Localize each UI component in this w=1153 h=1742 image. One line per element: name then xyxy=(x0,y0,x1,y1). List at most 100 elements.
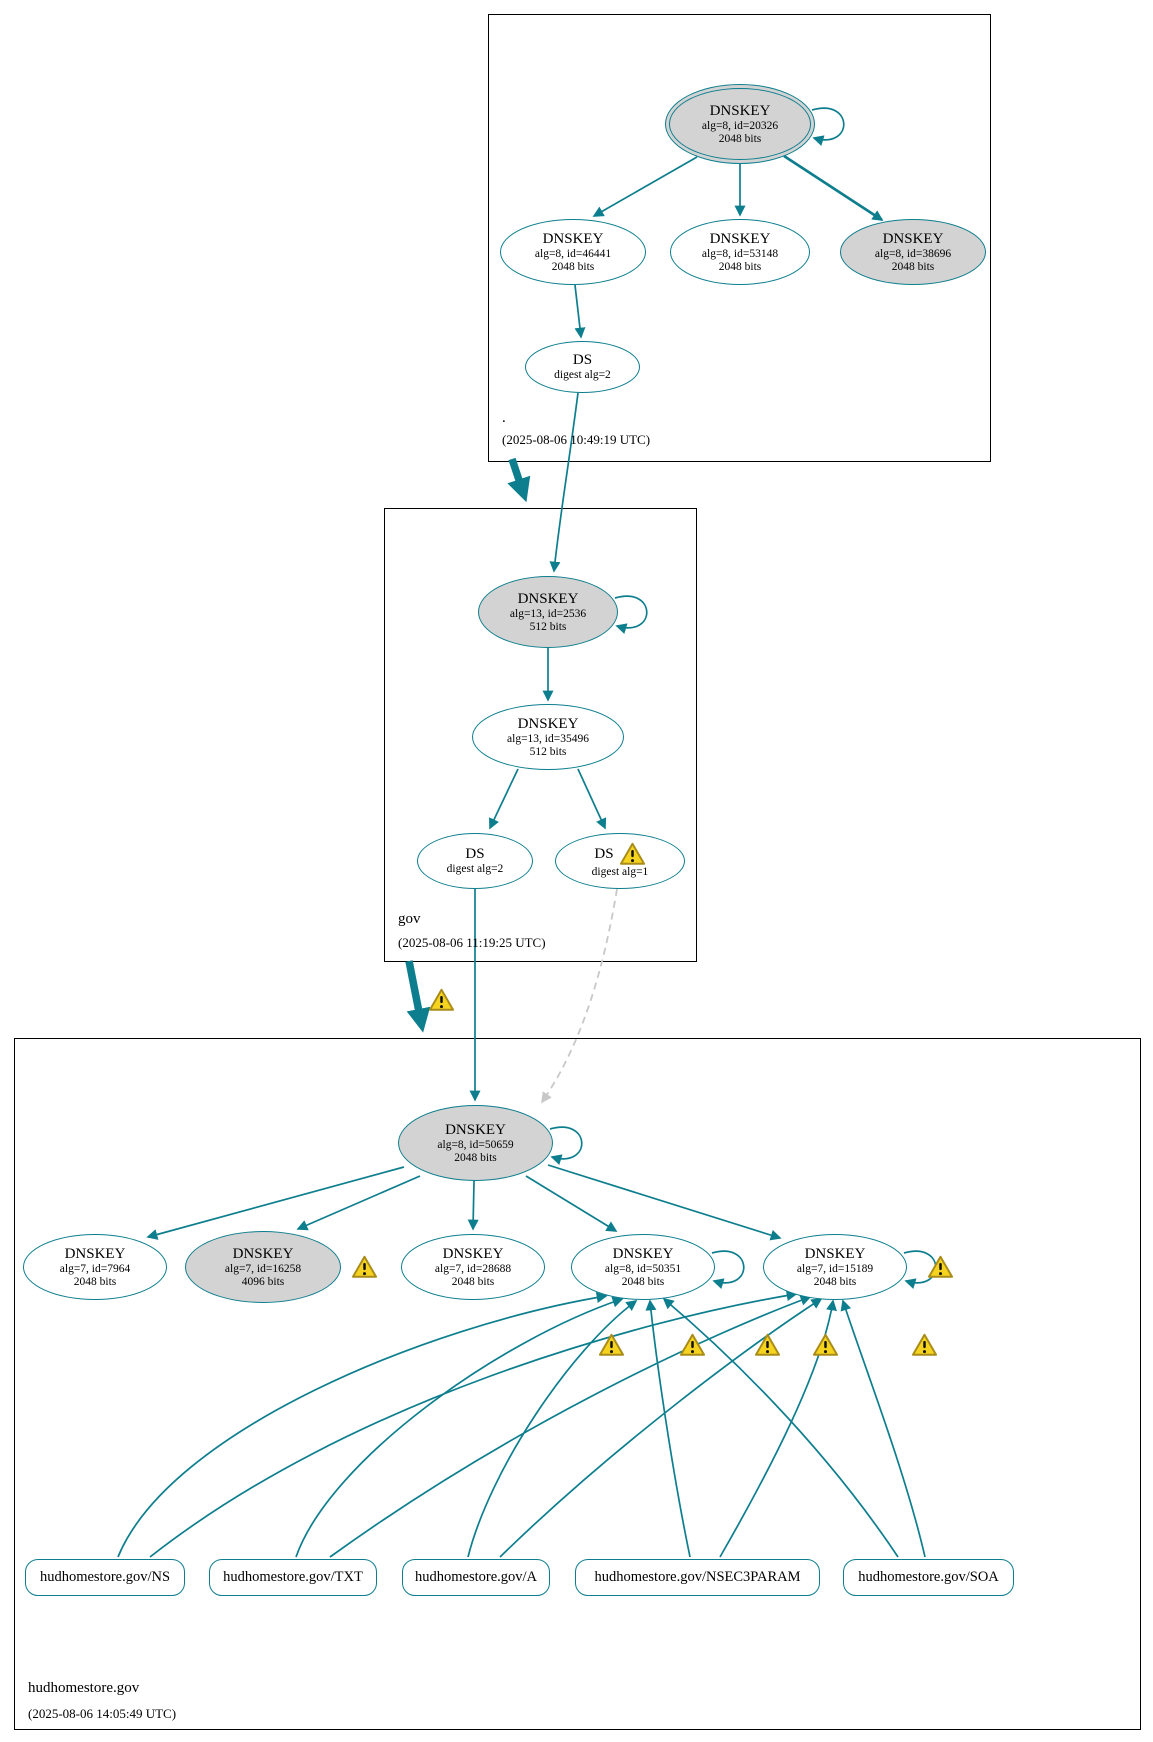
edge-soa-to-50351 xyxy=(662,1297,899,1558)
node-attr: alg=13, id=2536 xyxy=(509,607,587,620)
dnskey-node-root-53148[interactable]: DNSKEY alg=8, id=53148 2048 bits xyxy=(670,219,810,285)
edge-hud-ksk-to-50351 xyxy=(525,1175,618,1232)
ds-node-gov-alg2[interactable]: DS digest alg=2 xyxy=(417,833,533,889)
warning-icon xyxy=(428,988,455,1011)
node-title: DNSKEY xyxy=(612,1245,674,1262)
rrset-label: hudhomestore.gov/SOA xyxy=(858,1569,999,1585)
node-attr: alg=8, id=50351 xyxy=(604,1262,682,1275)
node-title: DNSKEY xyxy=(517,590,579,607)
node-attr: alg=7, id=15189 xyxy=(796,1262,874,1275)
edge-gov-ds1-to-hud-ksk-insecure xyxy=(541,888,618,1104)
edge-hud-ksk-selfsign xyxy=(549,1126,583,1165)
edge-delegation-root-to-gov xyxy=(507,457,531,503)
node-attr: 4096 bits xyxy=(241,1276,285,1288)
edge-hud-ksk-to-28688 xyxy=(467,1180,479,1231)
rrset-label: hudhomestore.gov/NS xyxy=(39,1569,171,1585)
edge-delegation-gov-to-hudhomestore xyxy=(405,960,431,1033)
node-attr: digest alg=2 xyxy=(554,369,611,382)
edge-root-ksk-to-46441 xyxy=(592,156,698,217)
warning-icon xyxy=(598,1333,625,1356)
edge-ns-to-50351 xyxy=(117,1292,608,1558)
node-title: DS xyxy=(465,846,485,863)
warning-icon xyxy=(812,1333,839,1356)
edge-a-to-50351 xyxy=(467,1300,638,1558)
zone-label-root: . xyxy=(502,410,506,426)
dnskey-node-root-ksk-20326[interactable]: DNSKEY alg=8, id=20326 2048 bits xyxy=(665,84,815,164)
node-attr: 2048 bits xyxy=(718,261,762,273)
node-attr: alg=8, id=38696 xyxy=(874,247,952,260)
node-title: DS xyxy=(594,846,614,863)
edge-gov-zsk-to-ds1 xyxy=(577,768,607,830)
dnskey-node-hud-28688[interactable]: DNSKEY alg=7, id=28688 2048 bits xyxy=(401,1234,545,1300)
warning-icon xyxy=(679,1333,706,1356)
node-attr: 2048 bits xyxy=(451,1276,495,1288)
ds-node-gov-alg1[interactable]: DS digest alg=1 xyxy=(555,833,685,889)
rrset-node-a[interactable]: hudhomestore.gov/A xyxy=(402,1559,550,1596)
dnskey-node-hud-16258[interactable]: DNSKEY alg=7, id=16258 4096 bits xyxy=(185,1231,341,1303)
warning-icon xyxy=(927,1255,954,1278)
dnskey-node-gov-ksk-2536[interactable]: DNSKEY alg=13, id=2536 512 bits xyxy=(478,576,618,648)
node-title: DNSKEY xyxy=(445,1121,506,1138)
dnskey-node-hud-7964[interactable]: DNSKEY alg=7, id=7964 2048 bits xyxy=(23,1234,167,1300)
node-attr: 2048 bits xyxy=(621,1276,665,1288)
node-attr: alg=13, id=35496 xyxy=(507,732,589,745)
node-title: DNSKEY xyxy=(709,102,771,119)
node-title: DNSKEY xyxy=(709,230,771,247)
zone-label-gov: gov xyxy=(398,911,421,927)
edge-soa-to-15189 xyxy=(840,1299,926,1558)
rrset-node-nsec3param[interactable]: hudhomestore.gov/NSEC3PARAM xyxy=(575,1559,820,1596)
node-attr: alg=7, id=28688 xyxy=(434,1262,512,1275)
dnskey-node-hud-15189[interactable]: DNSKEY alg=7, id=15189 2048 bits xyxy=(763,1234,907,1300)
rrset-node-txt[interactable]: hudhomestore.gov/TXT xyxy=(209,1559,377,1596)
edge-root-ksk-to-38696 xyxy=(783,154,884,222)
node-title: DNSKEY xyxy=(442,1245,504,1262)
edge-gov-ksk-selfsign xyxy=(614,595,648,634)
node-attr: 512 bits xyxy=(529,621,567,633)
warning-icon xyxy=(619,843,645,866)
ds-node-root[interactable]: DS digest alg=2 xyxy=(525,341,640,393)
zone-label-hudhomestore: hudhomestore.gov xyxy=(28,1680,140,1696)
zone-timestamp-gov: (2025-08-06 11:19:25 UTC) xyxy=(398,935,546,950)
rrset-label: hudhomestore.gov/NSEC3PARAM xyxy=(594,1569,801,1585)
node-attr: 2048 bits xyxy=(813,1276,857,1288)
dnskey-node-gov-zsk-35496[interactable]: DNSKEY alg=13, id=35496 512 bits xyxy=(472,704,624,770)
dnskey-node-root-46441[interactable]: DNSKEY alg=8, id=46441 2048 bits xyxy=(500,219,646,285)
edge-46441-to-ds xyxy=(574,284,586,339)
edge-root-ksk-selfsign xyxy=(811,107,845,146)
node-title: DNSKEY xyxy=(64,1245,126,1262)
node-attr: 2048 bits xyxy=(891,261,935,273)
node-attr: alg=8, id=50659 xyxy=(437,1138,514,1151)
edge-a-to-15189 xyxy=(499,1298,823,1558)
warning-icon xyxy=(911,1333,938,1356)
warning-icon xyxy=(754,1333,781,1356)
zone-timestamp-hudhomestore: (2025-08-06 14:05:49 UTC) xyxy=(28,1706,177,1721)
edge-gov-zsk-to-ds2 xyxy=(489,768,519,830)
node-attr: digest alg=2 xyxy=(446,863,504,876)
node-title: DNSKEY xyxy=(804,1245,866,1262)
node-title: DNSKEY xyxy=(517,715,579,732)
edge-hud-ksk-to-15189 xyxy=(547,1164,782,1241)
edge-txt-to-50351 xyxy=(295,1296,624,1558)
edge-50351-selfsign xyxy=(711,1250,745,1289)
node-attr: 2048 bits xyxy=(718,133,762,145)
node-attr: 2048 bits xyxy=(551,261,595,273)
edge-txt-to-15189 xyxy=(329,1295,812,1558)
edge-hud-ksk-to-7964 xyxy=(146,1166,405,1240)
node-title: DNSKEY xyxy=(232,1245,294,1262)
edge-root-ds-to-gov-ksk xyxy=(549,392,579,573)
dnskey-node-hud-ksk-50659[interactable]: DNSKEY alg=8, id=50659 2048 bits xyxy=(398,1105,553,1181)
warning-icon xyxy=(351,1255,378,1278)
dnskey-node-root-38696[interactable]: DNSKEY alg=8, id=38696 2048 bits xyxy=(840,219,986,285)
dnskey-node-hud-50351[interactable]: DNSKEY alg=8, id=50351 2048 bits xyxy=(571,1234,715,1300)
rrset-label: hudhomestore.gov/TXT xyxy=(223,1569,363,1585)
rrset-label: hudhomestore.gov/A xyxy=(414,1569,538,1585)
node-attr: alg=7, id=16258 xyxy=(224,1262,302,1275)
rrset-node-soa[interactable]: hudhomestore.gov/SOA xyxy=(843,1559,1014,1596)
rrset-node-ns[interactable]: hudhomestore.gov/NS xyxy=(25,1559,185,1596)
node-attr: alg=7, id=7964 xyxy=(59,1262,131,1275)
node-attr: 2048 bits xyxy=(73,1276,117,1288)
node-title: DNSKEY xyxy=(882,230,944,247)
node-attr: digest alg=1 xyxy=(591,866,649,879)
edge-hud-ksk-to-16258 xyxy=(296,1175,421,1231)
